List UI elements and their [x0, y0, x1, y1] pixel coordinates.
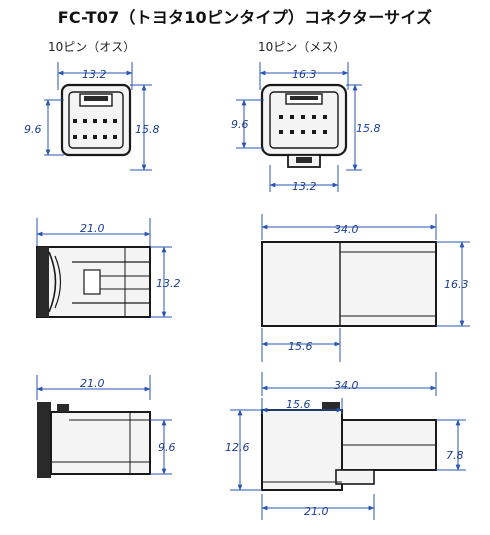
female-side-view: [261, 402, 437, 491]
dim-female-front-width: 16.3: [292, 68, 317, 81]
male-pin-grid: [73, 119, 117, 139]
dim-male-top-width: 13.2: [156, 277, 181, 290]
dim-female-top-length: 34.0: [334, 223, 359, 236]
female-top-dimensions: [261, 214, 470, 362]
male-side-dimensions: [36, 375, 172, 475]
dim-female-top-width: 16.3: [444, 278, 469, 291]
male-top-view: [36, 246, 151, 318]
female-top-view: [261, 241, 437, 327]
female-pin-grid: [279, 115, 327, 134]
dim-male-side-height: 9.6: [158, 441, 176, 454]
page-title: FC-T07（トヨタ10ピンタイプ）コネクターサイズ: [57, 8, 433, 27]
dim-male-side-length: 21.0: [80, 377, 105, 390]
dim-female-front-height-outer: 15.8: [356, 122, 381, 135]
dim-female-side-bottom: 21.0: [304, 505, 329, 518]
dim-male-front-height-inner: 9.6: [24, 123, 42, 136]
male-top-dimensions: [36, 218, 172, 318]
female-front-view: [260, 83, 348, 168]
female-connector-label: 10ピン（メス）: [258, 40, 346, 54]
dim-male-top-length: 21.0: [80, 222, 105, 235]
male-front-view: [60, 83, 132, 157]
dim-female-side-height-rear: 7.8: [446, 449, 464, 462]
dim-female-top-body: 15.6: [288, 340, 313, 353]
dim-male-front-width: 13.2: [82, 68, 107, 81]
dim-female-front-latch-width: 13.2: [292, 180, 317, 193]
dim-female-side-length: 34.0: [334, 379, 359, 392]
dim-female-side-height: 12.6: [225, 441, 250, 454]
dim-male-front-height-outer: 15.8: [135, 123, 160, 136]
female-front-dimensions: [236, 62, 362, 192]
female-side-dimensions: [230, 372, 466, 520]
dim-female-front-height-inner: 9.6: [231, 118, 249, 131]
male-side-view: [37, 402, 151, 478]
male-front-dimensions: [44, 62, 152, 171]
dim-female-side-body: 15.6: [286, 398, 311, 411]
male-connector-label: 10ピン（オス）: [48, 40, 136, 54]
